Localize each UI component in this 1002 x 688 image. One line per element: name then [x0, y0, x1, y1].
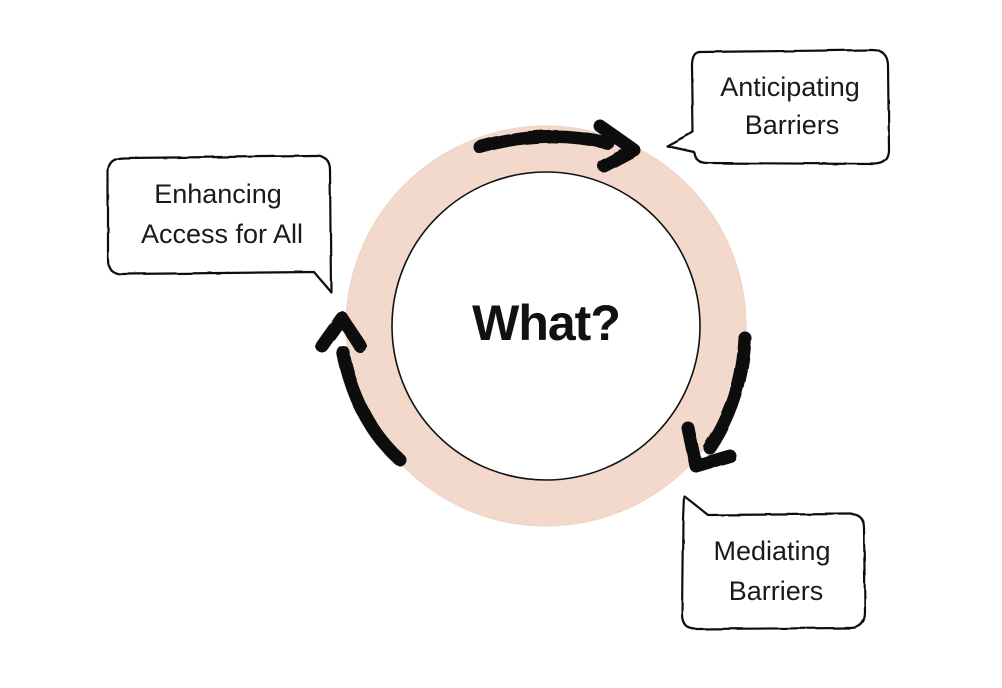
bubble-anticipating-shape: [665, 48, 891, 166]
arrow-left-head-icon: [315, 311, 367, 353]
inner-circle: [391, 171, 701, 481]
bubble-mediating-line2: Barriers: [729, 576, 824, 606]
bubble-enhancing: Enhancing Access for All: [106, 154, 333, 294]
bubble-anticipating-line1: Anticipating: [720, 72, 860, 102]
cycle-arrows: [315, 119, 752, 473]
bubble-mediating-line1: Mediating: [713, 536, 830, 566]
bubble-mediating-shape: [680, 494, 867, 631]
bubble-anticipating: Anticipating Barriers: [665, 48, 891, 166]
arrow-left-icon: [336, 345, 407, 467]
bubble-anticipating-line2: Barriers: [745, 110, 840, 140]
cycle-ring: [346, 126, 746, 526]
arrow-top-icon: [473, 129, 615, 154]
bubble-enhancing-line2: Access for All: [141, 219, 303, 249]
arrow-right-head-icon: [681, 421, 737, 473]
arrow-top-head-icon: [593, 119, 641, 173]
arrow-right-icon: [703, 331, 752, 455]
bubble-enhancing-shape: [106, 154, 333, 294]
bubble-mediating: Mediating Barriers: [680, 494, 867, 631]
bubble-enhancing-line1: Enhancing: [154, 179, 282, 209]
center-label: What?: [472, 295, 620, 351]
